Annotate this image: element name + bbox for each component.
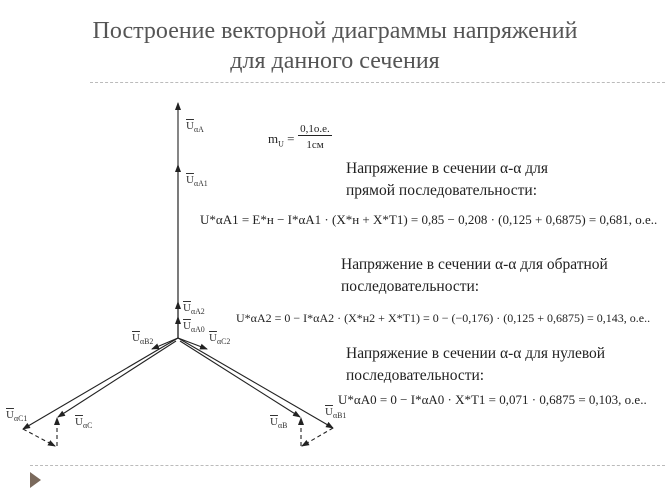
vector-UaB2 (151, 337, 179, 350)
formula-zero: U*αA0 = 0 − I*αA0 · X*T1 = 0,071 · 0,687… (338, 392, 647, 407)
footer-divider (30, 465, 665, 466)
section1-line1: Напряжение в сечении α-α для (346, 160, 548, 177)
section2-line2: последовательности: (341, 278, 480, 295)
label-UaA0: UαA0 (183, 320, 205, 334)
formula-positive: U*αA1 = E*н − I*αA1 · (X*н + X*T1) = 0,8… (200, 212, 658, 227)
label-UaB: UαB (270, 416, 288, 430)
section2-line1: Напряжение в сечении α-α для обратной (341, 256, 608, 273)
label-UaA1: UαA1 (186, 174, 208, 188)
vector-UaC2 (177, 337, 208, 350)
slide-bullet-icon (30, 472, 41, 488)
scale-denominator: 1см (306, 139, 324, 151)
vector-UaB (179, 340, 301, 418)
label-UaC1: UαC1 (6, 409, 28, 423)
label-UaA2: UαA2 (183, 302, 205, 316)
section3-line1: Напряжение в сечении α-α для нулевой (346, 345, 606, 362)
label-UaC2: UαC2 (209, 332, 231, 346)
title-divider (90, 82, 665, 83)
label-UaC: UαC (75, 416, 93, 430)
slide-title-line2: для данного сечения (230, 48, 440, 74)
vector-UaB1 (177, 337, 334, 429)
section1-line2: прямой последовательности: (346, 182, 537, 199)
scale-numerator: 0,1о.е. (298, 123, 332, 136)
formula-negative: U*αA2 = 0 − I*αA2 · (X*н2 + X*T1) = 0 − … (236, 311, 651, 325)
label-UaA: UαA (186, 120, 204, 134)
vector-UaC1 (22, 337, 179, 430)
label-UaB1: UαB1 (325, 406, 347, 420)
vector-UaC (57, 340, 177, 418)
slide-title-line1: Построение векторной диаграммы напряжени… (92, 18, 578, 44)
section3-line2: последовательности: (346, 367, 485, 384)
scale-lhs: mU = (268, 131, 295, 149)
label-UaB2: UαB2 (132, 332, 154, 346)
